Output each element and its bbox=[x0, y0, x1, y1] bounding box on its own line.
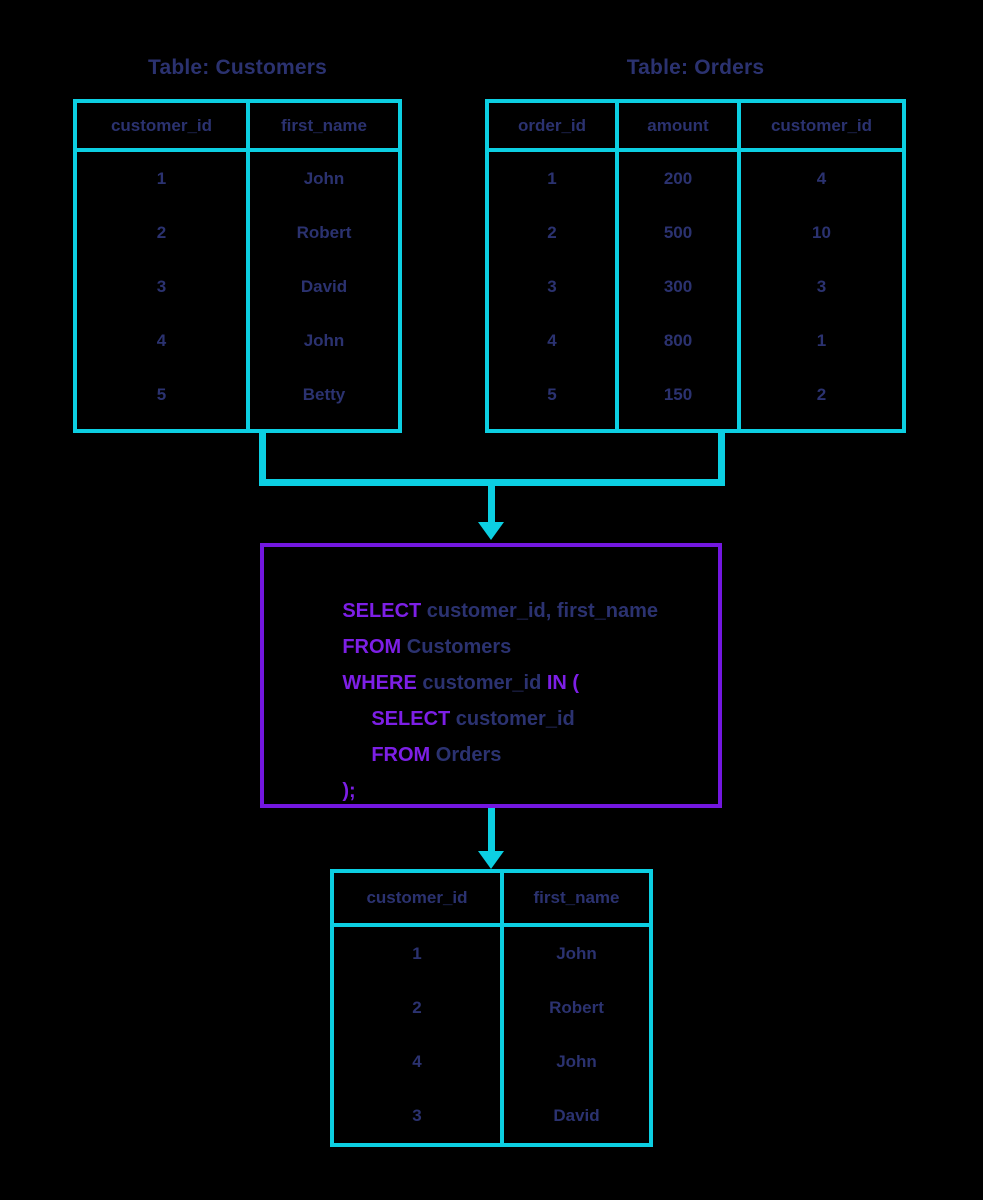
sql-keyword: FROM bbox=[342, 636, 402, 658]
table-cell: 500 bbox=[663, 223, 693, 242]
table-cell: David bbox=[300, 277, 348, 296]
table-cell: 300 bbox=[663, 277, 693, 296]
sql-keyword: SELECT bbox=[371, 708, 451, 730]
table-cell: 150 bbox=[663, 385, 693, 404]
orders-table: order_id amount customer_id 1 2 3 4 5 20… bbox=[485, 99, 906, 433]
table-cell: 2 bbox=[156, 223, 167, 242]
table-cell: 2 bbox=[547, 223, 557, 242]
sql-keyword: ); bbox=[342, 780, 356, 802]
table-cell: 200 bbox=[663, 169, 693, 188]
table-cell: 5 bbox=[547, 385, 557, 404]
table-cell: David bbox=[553, 1106, 600, 1125]
column-header: customer_id bbox=[770, 115, 873, 135]
sql-line: WHERE customer_id IN ( bbox=[309, 649, 579, 718]
table-cell: 3 bbox=[156, 277, 167, 296]
table-cell: Robert bbox=[296, 223, 352, 242]
table-cell: 4 bbox=[816, 169, 827, 188]
sql-line: SELECT customer_id, first_name bbox=[309, 577, 658, 646]
column-header: first_name bbox=[281, 115, 367, 135]
table-cell: John bbox=[556, 1052, 597, 1071]
table-cell: Robert bbox=[549, 998, 604, 1017]
arrow-down-icon bbox=[478, 851, 504, 869]
customers-table-title: Table: Customers bbox=[147, 56, 327, 79]
sql-identifier: Customers bbox=[401, 636, 512, 658]
sql-line: ); bbox=[309, 757, 356, 826]
sql-keyword: WHERE bbox=[342, 672, 417, 694]
table-cell: 800 bbox=[663, 331, 693, 350]
table-cell: 3 bbox=[816, 277, 827, 296]
sql-line: FROM Customers bbox=[309, 613, 511, 682]
sql-keyword: FROM bbox=[371, 744, 431, 766]
table-cell: 5 bbox=[156, 385, 167, 404]
connector-arrow-stem bbox=[488, 479, 495, 524]
result-table: customer_id first_name 1 2 4 3 John Robe… bbox=[330, 869, 653, 1147]
arrow-down-icon bbox=[478, 522, 504, 540]
customers-table: customer_id first_name 1 2 3 4 5 John Ro… bbox=[73, 99, 402, 433]
table-cell: 1 bbox=[412, 944, 422, 963]
sql-query-box: SELECT customer_id, first_name FROM Cust… bbox=[260, 543, 722, 808]
table-cell: 2 bbox=[412, 998, 422, 1017]
orders-table-header: order_id amount customer_id bbox=[489, 103, 902, 152]
table-cell: 1 bbox=[156, 169, 167, 188]
sql-identifier: customer_id bbox=[450, 708, 575, 730]
column-header: customer_id bbox=[366, 888, 468, 907]
table-cell: 2 bbox=[816, 385, 827, 404]
connector-left-drop bbox=[259, 430, 266, 486]
result-table-body: 1 2 4 3 John Robert John David bbox=[334, 927, 649, 1143]
sql-keyword: SELECT bbox=[342, 600, 422, 622]
table-cell: 10 bbox=[812, 223, 831, 242]
result-arrow-stem bbox=[488, 808, 495, 853]
connector-right-drop bbox=[718, 430, 725, 486]
table-cell: 4 bbox=[547, 331, 557, 350]
customers-table-body: 1 2 3 4 5 John Robert David John Betty bbox=[77, 152, 398, 429]
sql-line: FROM Orders bbox=[338, 721, 501, 790]
column-header: first_name bbox=[533, 888, 620, 907]
table-cell: 3 bbox=[547, 277, 557, 296]
sql-identifier: customer_id bbox=[416, 672, 547, 694]
column-header: customer_id bbox=[110, 115, 213, 135]
table-cell: 4 bbox=[412, 1052, 422, 1071]
table-cell: 1 bbox=[816, 331, 827, 350]
orders-table-title: Table: Orders bbox=[626, 56, 765, 79]
column-header: order_id bbox=[517, 115, 587, 135]
table-cell: John bbox=[303, 169, 345, 188]
customers-table-header: customer_id first_name bbox=[77, 103, 398, 152]
table-cell: Betty bbox=[302, 385, 346, 404]
sql-line: SELECT customer_id bbox=[338, 685, 575, 754]
sql-keyword: IN ( bbox=[546, 672, 580, 694]
result-table-header: customer_id first_name bbox=[334, 873, 649, 927]
table-cell: John bbox=[303, 331, 345, 350]
column-header: amount bbox=[647, 115, 709, 135]
table-cell: 1 bbox=[547, 169, 557, 188]
sql-identifier: customer_id, first_name bbox=[421, 600, 658, 622]
table-cell: 4 bbox=[156, 331, 167, 350]
orders-table-body: 1 2 3 4 5 200 500 300 800 150 4 10 3 1 2 bbox=[489, 152, 902, 429]
sql-identifier: Orders bbox=[430, 744, 502, 766]
table-cell: 3 bbox=[412, 1106, 422, 1125]
table-cell: John bbox=[556, 944, 597, 963]
